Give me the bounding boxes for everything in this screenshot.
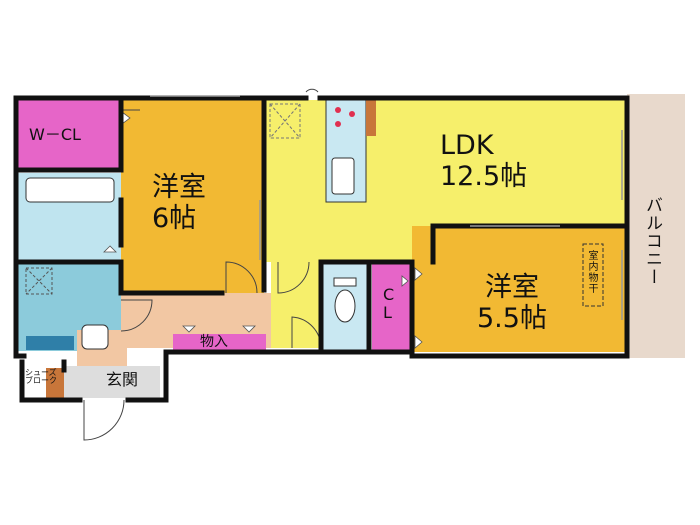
storage-room <box>173 334 266 352</box>
stove-burner <box>335 107 341 113</box>
toilet-bowl <box>334 289 356 323</box>
shoe-cloak-shelf <box>46 368 64 398</box>
balcony-label: バルコニー <box>642 196 662 286</box>
door-washroom <box>120 299 153 332</box>
shoe-cloak-label: シューズ ブローク <box>25 368 57 386</box>
bedroom-5-size: 5.5帖 <box>477 303 547 335</box>
bedroom-6-name: 洋室 <box>152 172 206 203</box>
ldk-size: 12.5帖 <box>440 161 528 193</box>
fridge-space <box>269 103 301 139</box>
closet-room <box>372 262 412 352</box>
bedroom-5-name: 洋室 <box>484 272 539 303</box>
wcl-label: W－CL <box>29 125 81 144</box>
door-ldk-hall <box>277 261 310 294</box>
entrance-label: 玄関 <box>106 370 139 389</box>
storage-label: 物入 <box>200 334 228 350</box>
door-entrance <box>83 399 125 441</box>
indoor-drying-box <box>582 243 604 307</box>
ldk-lower <box>271 262 321 348</box>
closet-text: CL <box>383 285 395 323</box>
kitchen-sink <box>331 157 355 195</box>
bathtub <box>25 177 115 203</box>
stove-burner <box>335 121 341 127</box>
closet-label: CL <box>383 285 397 323</box>
bedroom-6-label: 洋室 6帖 <box>152 172 206 234</box>
wash-basin <box>81 324 109 350</box>
bedroom-5-room <box>412 226 625 352</box>
wash-basin-counter <box>26 336 74 350</box>
door-ldk-main <box>305 88 319 93</box>
bedroom-5-label: 洋室 5.5帖 <box>477 272 547 334</box>
indoor-drying-label: 室内物干 <box>586 250 597 294</box>
wcl-room <box>18 100 121 168</box>
range-hood <box>366 100 376 136</box>
shoe-cloak <box>24 368 46 398</box>
shoe-cloak-line2: ブローク <box>25 376 57 386</box>
shoe-cloak-line1: シューズ <box>25 368 57 377</box>
entrance-room <box>64 366 160 398</box>
bedroom-6-size: 6帖 <box>152 203 197 235</box>
ldk-label: LDK 12.5帖 <box>440 130 527 192</box>
bedroom-6-room <box>121 100 264 293</box>
ldk-name: LDK <box>440 130 494 161</box>
stove-burner <box>349 111 355 117</box>
toilet-tank <box>333 277 357 287</box>
balcony-area <box>627 94 685 358</box>
washing-machine-space <box>25 267 53 295</box>
door-bedroom6 <box>225 261 258 294</box>
